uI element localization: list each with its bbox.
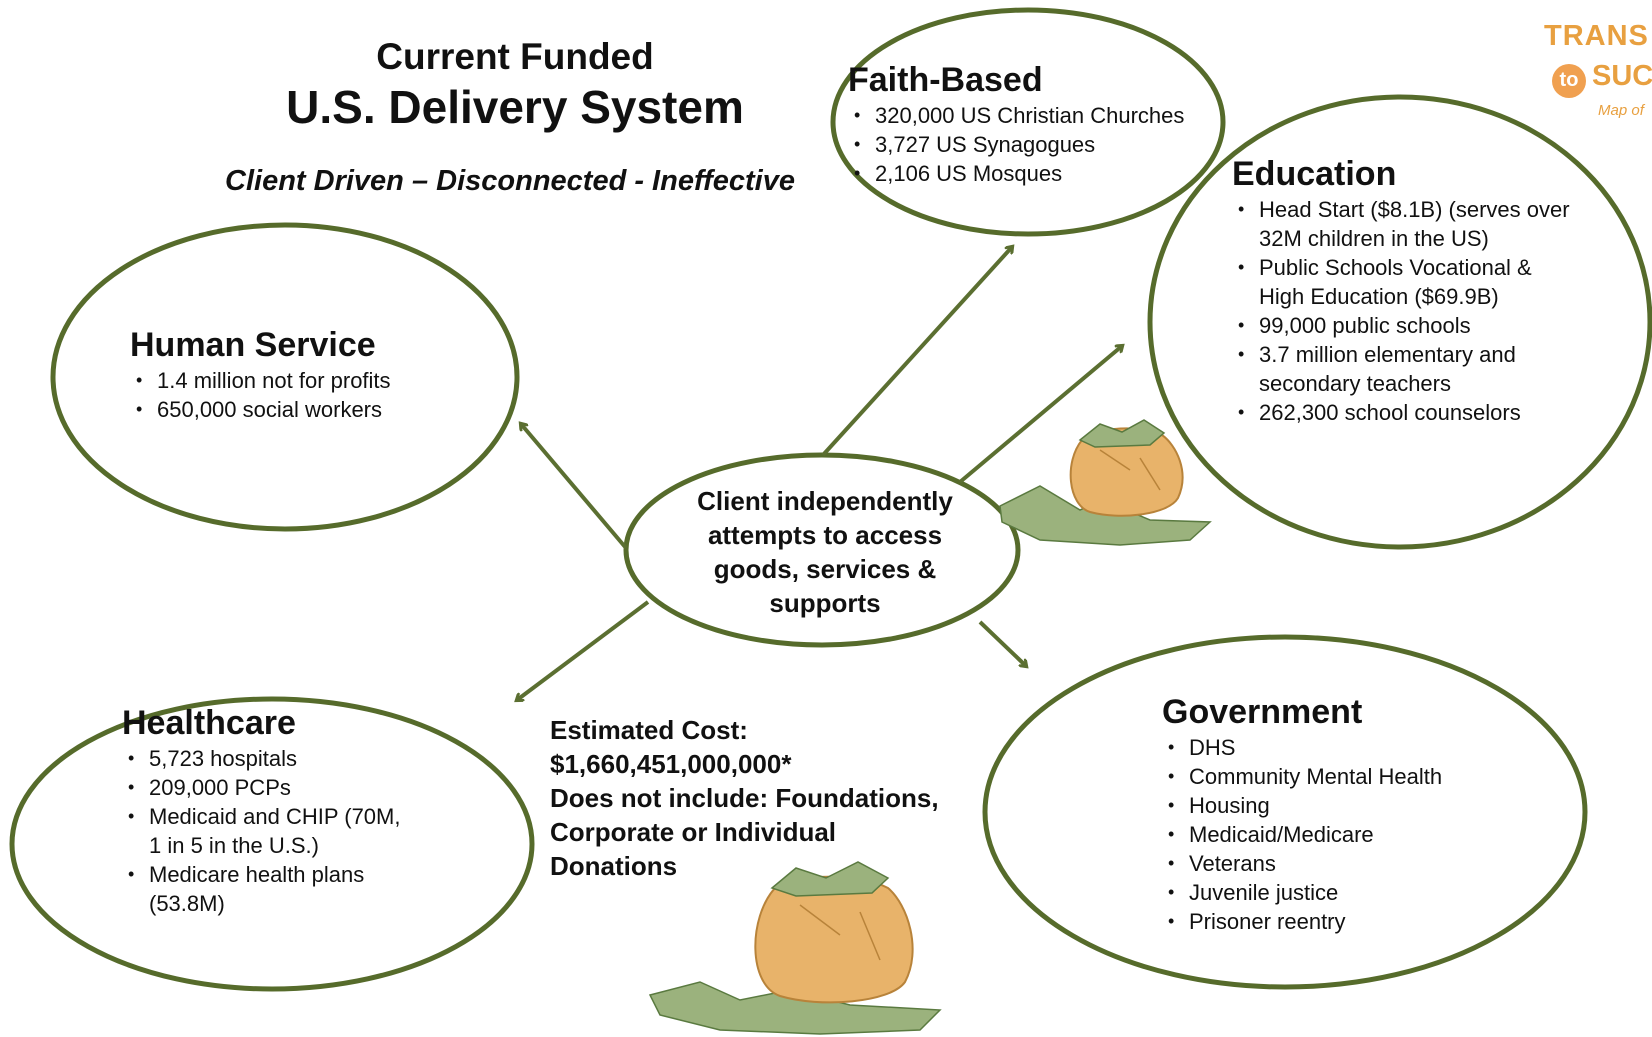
center-text-line: supports [769,588,881,618]
cost-line: Estimated Cost: [550,715,748,745]
page-title: U.S. Delivery System [286,81,744,133]
subtitle: Client Driven – Disconnected - Ineffecti… [225,165,795,197]
government-node: Government DHS Community Mental Health H… [1162,693,1502,936]
list-item: 3.7 million elementary and secondary tea… [1232,340,1572,398]
list-item: 209,000 PCPs [122,773,412,802]
human-service-node: Human Service 1.4 million not for profit… [130,326,490,424]
healthcare-heading: Healthcare [122,704,296,742]
healthcare-node: Healthcare 5,723 hospitals 209,000 PCPs … [122,704,412,918]
list-item: Veterans [1162,849,1502,878]
government-ellipse [982,634,1588,990]
cost-line: Corporate or Individual [550,817,837,847]
money-bag-icon [648,861,942,1035]
list-item: Prisoner reentry [1162,907,1502,936]
government-list: DHS Community Mental Health Housing Medi… [1162,733,1502,936]
list-item: 99,000 public schools [1232,311,1572,340]
logo-to-badge: to [1552,64,1586,98]
faith-based-list: 320,000 US Christian Churches 3,727 US S… [848,101,1228,188]
arrow-to-human-service [521,424,628,550]
logo-text-2: SUC [1592,60,1652,92]
education-ellipse [1147,94,1652,550]
education-node: Education Head Start ($8.1B) (serves ove… [1232,155,1572,427]
center-text-line: attempts to access [707,520,943,550]
arrow-to-faith [821,247,1012,457]
arrow-to-government [978,620,1026,666]
list-item: Head Start ($8.1B) (serves over 32M chil… [1232,195,1572,253]
logo: TRANS to SUC Map of [1530,18,1652,128]
center-text-line: goods, services & [713,554,937,584]
list-item: Juvenile justice [1162,878,1502,907]
list-item: 2,106 US Mosques [848,159,1228,188]
list-item: DHS [1162,733,1502,762]
list-item: Housing [1162,791,1502,820]
list-item: Medicaid/Medicare [1162,820,1502,849]
education-heading: Education [1232,155,1397,193]
cost-line: $1,660,451,000,000* [550,749,792,779]
faith-based-node: Faith-Based 320,000 US Christian Churche… [848,61,1228,188]
list-item: Public Schools Vocational & High Educati… [1232,253,1572,311]
arrow-to-healthcare [517,600,650,700]
money-bag-icon [999,419,1212,546]
list-item: 320,000 US Christian Churches [848,101,1228,130]
list-item: 650,000 social workers [130,395,490,424]
human-service-heading: Human Service [130,326,376,364]
cost-line: Does not include: Foundations, [550,783,939,813]
arrow-to-education [958,346,1122,484]
estimated-cost: Estimated Cost: $1,660,451,000,000* Does… [550,713,990,883]
center-client-ellipse [623,452,1021,648]
list-item: 1.4 million not for profits [130,366,490,395]
government-heading: Government [1162,693,1363,731]
list-item: 3,727 US Synagogues [848,130,1228,159]
list-item: Medicaid and CHIP (70M, 1 in 5 in the U.… [122,802,412,860]
education-list: Head Start ($8.1B) (serves over 32M chil… [1232,195,1572,427]
human-service-list: 1.4 million not for profits 650,000 soci… [130,366,490,424]
human-service-ellipse [50,222,520,532]
faith-based-heading: Faith-Based [848,61,1043,99]
list-item: Medicare health plans (53.8M) [122,860,412,918]
logo-tagline: Map of [1598,102,1644,119]
healthcare-ellipse [9,696,535,992]
list-item: 5,723 hospitals [122,744,412,773]
healthcare-list: 5,723 hospitals 209,000 PCPs Medicaid an… [122,744,412,918]
logo-text-1: TRANS [1544,20,1649,52]
cost-line: Donations [550,851,678,881]
center-client-text: Client independently attempts to access … [660,484,990,620]
title-line-1: Current Funded [376,36,654,77]
list-item: 262,300 school counselors [1232,398,1572,427]
center-text-line: Client independently [697,486,953,516]
list-item: Community Mental Health [1162,762,1502,791]
